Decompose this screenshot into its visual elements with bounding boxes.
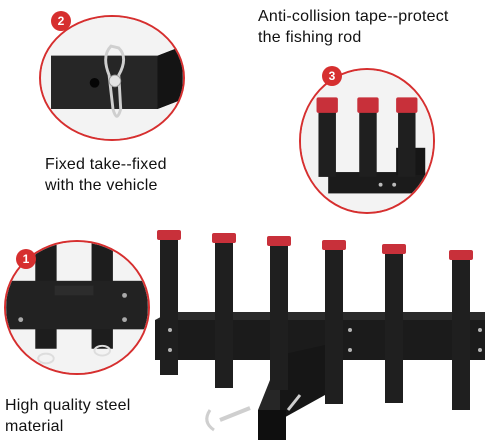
fishing-rod-rack-illustration (155, 230, 485, 440)
hitch-pin-illustration (41, 17, 183, 139)
detail-steel-material-bubble (4, 240, 150, 375)
callout-number-badge: 1 (16, 249, 36, 269)
steel-bracket-illustration (6, 242, 148, 373)
caption-line: Anti-collision tape--protect (258, 8, 449, 25)
rod-holder-tops-illustration (301, 70, 433, 212)
detail-anti-collision-tape-bubble (299, 68, 435, 214)
callout-number-badge: 2 (51, 11, 71, 31)
detail-hitch-pin-bubble (39, 15, 185, 141)
caption-fixed-take: Fixed take--fixed with the vehicle (45, 154, 245, 196)
caption-anti-collision-tape: Anti-collision tape--protect the fishing… (258, 6, 478, 48)
caption-line: High quality steel (5, 397, 131, 414)
caption-line: the fishing rod (258, 29, 362, 46)
caption-steel-material: High quality steel material (5, 395, 205, 437)
caption-line: with the vehicle (45, 177, 158, 194)
callout-number-badge: 3 (322, 66, 342, 86)
caption-line: Fixed take--fixed (45, 156, 167, 173)
caption-line: material (5, 418, 64, 435)
